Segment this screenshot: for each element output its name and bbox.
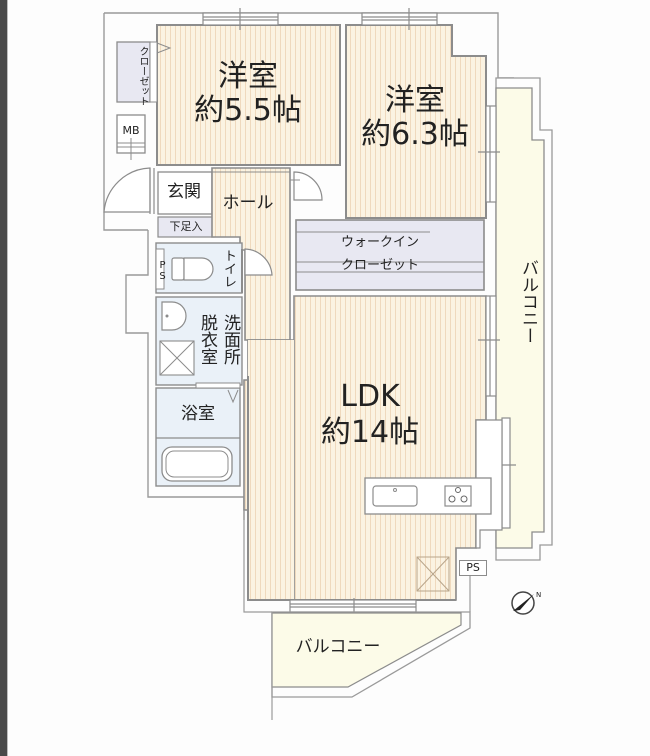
closet-label: クローゼット bbox=[137, 46, 148, 106]
entrance-floor bbox=[157, 171, 213, 215]
walk-in-closet-label-1: ウォークイン bbox=[340, 235, 419, 250]
window-ldk-east bbox=[478, 295, 516, 529]
balcony-south-label: バルコニー bbox=[295, 637, 381, 657]
stove bbox=[444, 485, 472, 507]
closet-box bbox=[116, 41, 151, 103]
toilet-fixture bbox=[171, 257, 214, 281]
toilet-ps-label: PS bbox=[157, 260, 168, 282]
western-room-1-name: 洋室 bbox=[218, 59, 278, 94]
western-room-1-size: 約5.5帖 bbox=[194, 93, 302, 128]
compass-icon: N bbox=[511, 591, 541, 615]
ldk-ps-label: PS bbox=[459, 560, 487, 576]
window-room-1 bbox=[202, 8, 279, 30]
bathroom-label: 浴室 bbox=[181, 404, 215, 424]
svg-text:N: N bbox=[536, 591, 541, 599]
entrance-door-swing bbox=[103, 167, 151, 213]
window-room-2-east bbox=[478, 105, 500, 203]
hall-label: ホール bbox=[222, 193, 274, 213]
bathtub bbox=[161, 446, 233, 482]
room-2-door bbox=[293, 171, 323, 201]
walk-in-closet bbox=[295, 219, 485, 291]
washroom-label-2: 脱衣室 bbox=[197, 313, 217, 365]
window-room-2 bbox=[361, 8, 438, 30]
ldk-name: LDK bbox=[340, 379, 400, 414]
viewer-frame-edge-line bbox=[7, 0, 8, 756]
ldk-size: 約14帖 bbox=[320, 415, 420, 450]
western-room-2-floor bbox=[345, 24, 487, 219]
walk-in-closet-label-2: クローゼット bbox=[340, 258, 419, 273]
entrance-label: 玄関 bbox=[167, 182, 201, 202]
balcony-east-label: バルコニー bbox=[518, 258, 538, 344]
shoe-box-label: 下足入 bbox=[169, 220, 203, 233]
mb-label: MB bbox=[122, 124, 140, 137]
kitchen-sink bbox=[372, 485, 418, 507]
toilet-door bbox=[244, 248, 273, 276]
western-room-2-name: 洋室 bbox=[385, 83, 445, 118]
washroom-label-1: 洗面所 bbox=[220, 313, 240, 365]
western-room-2-size: 約6.3帖 bbox=[361, 117, 469, 152]
toilet-label: トイレ bbox=[221, 248, 236, 288]
viewer-frame-edge bbox=[0, 0, 7, 756]
ldk-shaft bbox=[416, 556, 450, 592]
